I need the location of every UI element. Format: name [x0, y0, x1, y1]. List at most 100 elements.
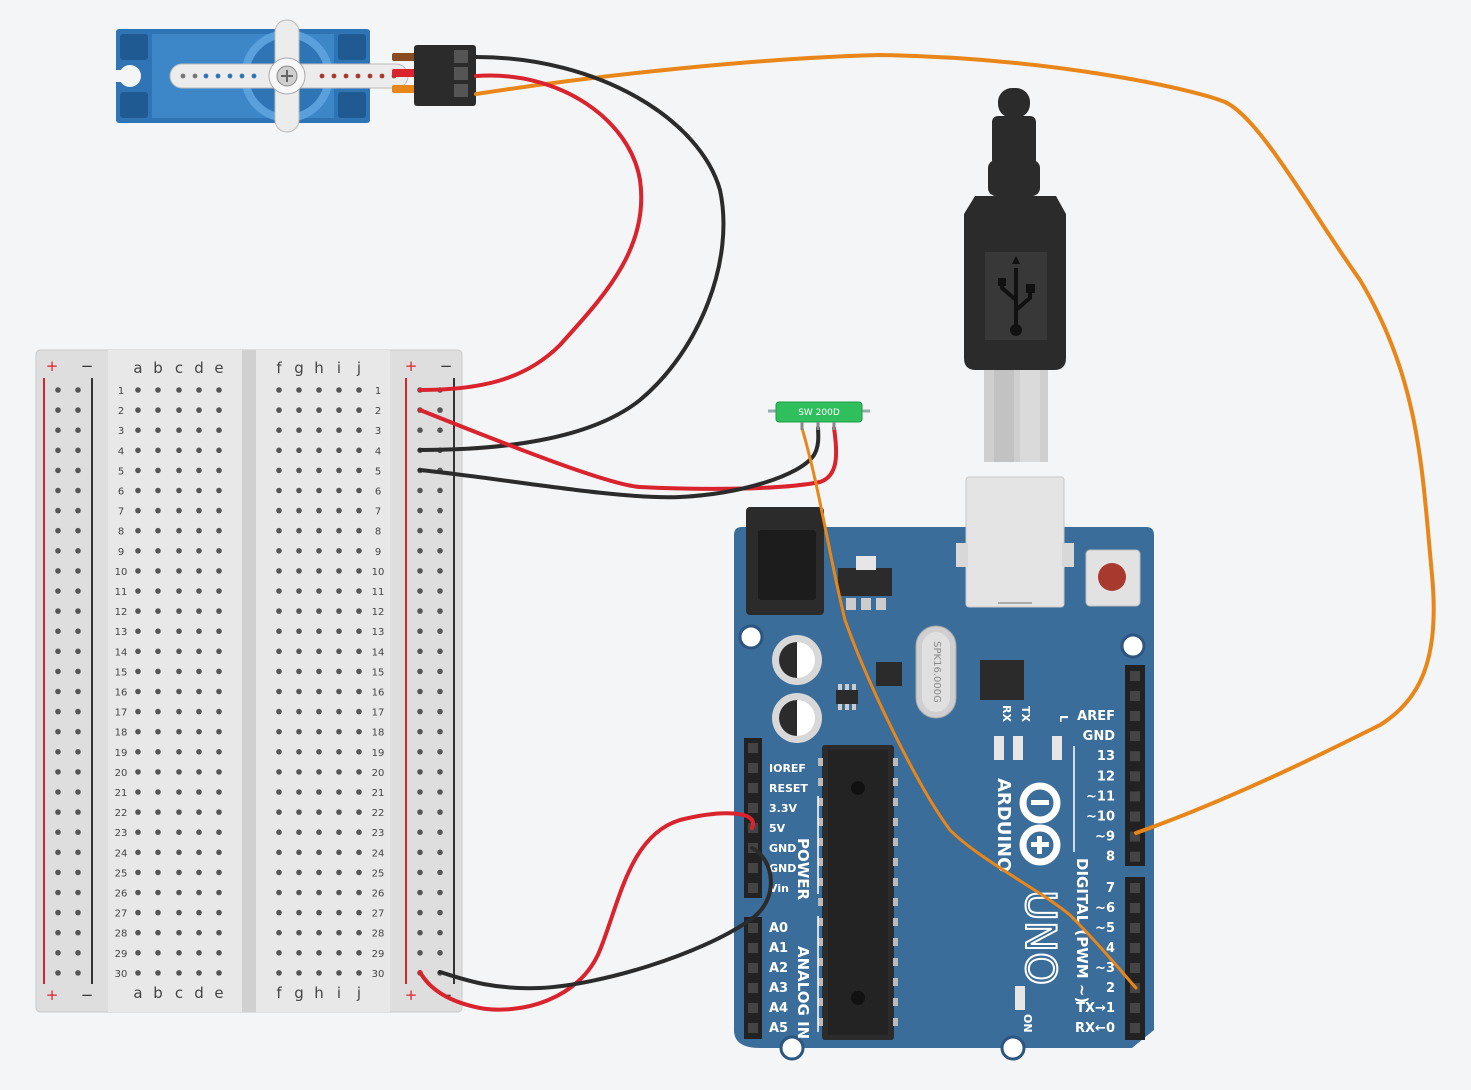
rail-hole[interactable]: [437, 548, 443, 554]
breadboard-hole[interactable]: [276, 648, 282, 655]
breadboard-hole[interactable]: [336, 929, 342, 936]
breadboard-hole[interactable]: [216, 568, 222, 574]
power-pin[interactable]: [748, 883, 758, 893]
breadboard-hole[interactable]: [276, 789, 282, 795]
breadboard-hole[interactable]: [356, 548, 362, 554]
breadboard-hole[interactable]: [276, 849, 282, 856]
breadboard-hole[interactable]: [296, 728, 302, 735]
breadboard-hole[interactable]: [155, 447, 161, 454]
breadboard-hole[interactable]: [356, 970, 362, 976]
breadboard-hole[interactable]: [196, 950, 202, 956]
rail-hole[interactable]: [55, 950, 61, 956]
rail-hole[interactable]: [55, 628, 61, 634]
breadboard-hole[interactable]: [176, 749, 182, 755]
rail-hole[interactable]: [437, 889, 443, 896]
breadboard-hole[interactable]: [155, 909, 161, 916]
breadboard-hole[interactable]: [216, 648, 222, 655]
breadboard-hole[interactable]: [316, 769, 322, 775]
breadboard-hole[interactable]: [296, 527, 302, 534]
breadboard-hole[interactable]: [176, 769, 182, 775]
rail-hole[interactable]: [75, 809, 81, 815]
breadboard-hole[interactable]: [216, 688, 222, 695]
breadboard-hole[interactable]: [296, 708, 302, 715]
rail-hole[interactable]: [417, 427, 423, 434]
breadboard-hole[interactable]: [336, 568, 342, 574]
rail-hole[interactable]: [437, 648, 443, 655]
rail-hole[interactable]: [55, 769, 61, 775]
breadboard-hole[interactable]: [155, 507, 161, 514]
rail-hole[interactable]: [417, 869, 423, 876]
breadboard-hole[interactable]: [196, 568, 202, 574]
breadboard-hole[interactable]: [356, 568, 362, 574]
breadboard-hole[interactable]: [176, 568, 182, 574]
breadboard-hole[interactable]: [336, 507, 342, 514]
breadboard-hole[interactable]: [276, 487, 282, 494]
rail-hole[interactable]: [75, 869, 81, 876]
breadboard-hole[interactable]: [196, 588, 202, 594]
breadboard-hole[interactable]: [296, 407, 302, 413]
breadboard-hole[interactable]: [176, 869, 182, 876]
breadboard-hole[interactable]: [296, 447, 302, 454]
breadboard-hole[interactable]: [176, 487, 182, 494]
analog-pin[interactable]: [748, 923, 758, 933]
breadboard-hole[interactable]: [316, 588, 322, 594]
breadboard-hole[interactable]: [196, 809, 202, 815]
rail-hole[interactable]: [417, 728, 423, 735]
digital-pin[interactable]: [1130, 883, 1140, 893]
rail-hole[interactable]: [75, 668, 81, 675]
breadboard-hole[interactable]: [216, 769, 222, 775]
breadboard-hole[interactable]: [216, 467, 222, 474]
breadboard-hole[interactable]: [296, 427, 302, 434]
breadboard-hole[interactable]: [276, 608, 282, 614]
breadboard-hole[interactable]: [176, 407, 182, 413]
breadboard-hole[interactable]: [196, 447, 202, 454]
rail-hole[interactable]: [75, 728, 81, 735]
breadboard-hole[interactable]: [216, 869, 222, 876]
digital-pin[interactable]: [1130, 831, 1140, 842]
breadboard-hole[interactable]: [196, 387, 202, 393]
rail-hole[interactable]: [437, 407, 443, 413]
breadboard-hole[interactable]: [196, 548, 202, 554]
rail-hole[interactable]: [437, 668, 443, 675]
breadboard-hole[interactable]: [135, 467, 141, 474]
breadboard-hole[interactable]: [216, 407, 222, 413]
breadboard-hole[interactable]: [316, 950, 322, 956]
breadboard-hole[interactable]: [135, 929, 141, 936]
breadboard-hole[interactable]: [216, 387, 222, 393]
breadboard-hole[interactable]: [155, 708, 161, 715]
breadboard-hole[interactable]: [336, 648, 342, 655]
breadboard-hole[interactable]: [276, 909, 282, 916]
breadboard-hole[interactable]: [196, 970, 202, 976]
rail-hole[interactable]: [417, 628, 423, 634]
breadboard-hole[interactable]: [356, 447, 362, 454]
rail-hole[interactable]: [75, 608, 81, 614]
breadboard-hole[interactable]: [196, 507, 202, 514]
breadboard-hole[interactable]: [316, 708, 322, 715]
breadboard-hole[interactable]: [276, 527, 282, 534]
breadboard-hole[interactable]: [316, 427, 322, 434]
breadboard-hole[interactable]: [196, 869, 202, 876]
breadboard-hole[interactable]: [356, 507, 362, 514]
breadboard-hole[interactable]: [155, 608, 161, 614]
rail-hole[interactable]: [417, 588, 423, 594]
breadboard-hole[interactable]: [135, 950, 141, 956]
breadboard-hole[interactable]: [155, 668, 161, 675]
breadboard-hole[interactable]: [135, 970, 141, 976]
breadboard-hole[interactable]: [296, 749, 302, 755]
breadboard-hole[interactable]: [216, 889, 222, 896]
digital-pin[interactable]: [1130, 851, 1140, 862]
breadboard-hole[interactable]: [135, 749, 141, 755]
breadboard-hole[interactable]: [196, 889, 202, 896]
breadboard-hole[interactable]: [135, 809, 141, 815]
breadboard-hole[interactable]: [296, 487, 302, 494]
breadboard-hole[interactable]: [316, 447, 322, 454]
breadboard-hole[interactable]: [296, 588, 302, 594]
breadboard-hole[interactable]: [316, 608, 322, 614]
breadboard-hole[interactable]: [276, 889, 282, 896]
digital-pin[interactable]: [1130, 811, 1140, 822]
breadboard-hole[interactable]: [176, 447, 182, 454]
wire-orange-switch-to-pin2[interactable]: [800, 426, 1138, 990]
rail-hole[interactable]: [75, 849, 81, 856]
power-pin[interactable]: [748, 863, 758, 873]
breadboard-hole[interactable]: [216, 427, 222, 434]
